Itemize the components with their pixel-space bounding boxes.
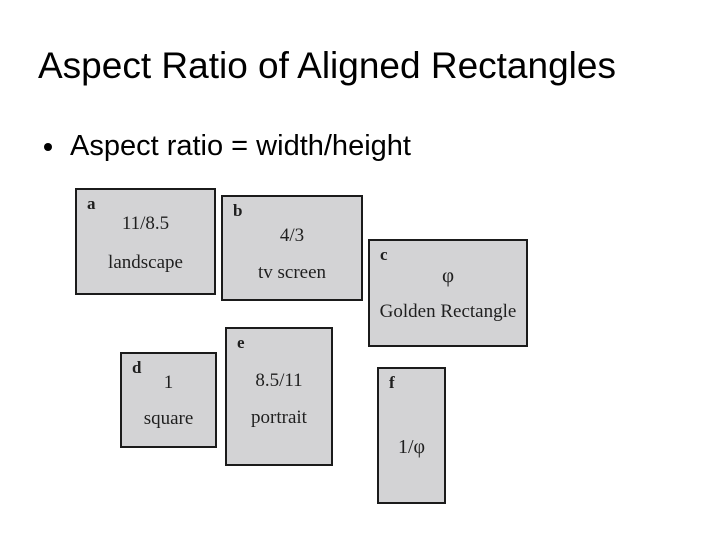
rect-name: tv screen <box>257 262 327 283</box>
rect-label: a <box>87 194 96 213</box>
rect-aspect-value: 1 <box>163 372 174 393</box>
rect-label: c <box>380 245 388 264</box>
rectangle-inverse-golden: f 1/φ <box>377 367 446 504</box>
rect-aspect-value: φ <box>441 263 455 287</box>
rectangle-tv-screen: b 4/3 tv screen <box>221 195 363 301</box>
slide-title: Aspect Ratio of Aligned Rectangles <box>38 45 616 86</box>
bullet-text: Aspect ratio = width/height <box>70 130 411 162</box>
rect-aspect-value: 11/8.5 <box>121 213 170 234</box>
rect-name: Golden Rectangle <box>379 301 517 322</box>
rect-label: d <box>132 358 142 377</box>
rectangle-landscape: a 11/8.5 landscape <box>75 188 216 295</box>
rectangle-square: d 1 square <box>120 352 217 448</box>
rect-label: e <box>237 333 245 352</box>
rect-name: square <box>143 408 194 429</box>
rect-aspect-value: 4/3 <box>279 225 305 246</box>
bullet-line: Aspect ratio = width/height <box>44 128 411 166</box>
rect-name: portrait <box>251 407 307 428</box>
rectangle-portrait: e 8.5/11 portrait <box>225 327 333 466</box>
bullet-icon <box>44 142 52 151</box>
rect-name: landscape <box>108 252 183 273</box>
rect-label: b <box>233 201 243 220</box>
rect-label: f <box>389 373 395 392</box>
rect-aspect-value: 8.5/11 <box>255 370 303 391</box>
rect-aspect-value: 1/φ <box>397 436 426 458</box>
rectangle-golden: c φ Golden Rectangle <box>368 239 528 347</box>
